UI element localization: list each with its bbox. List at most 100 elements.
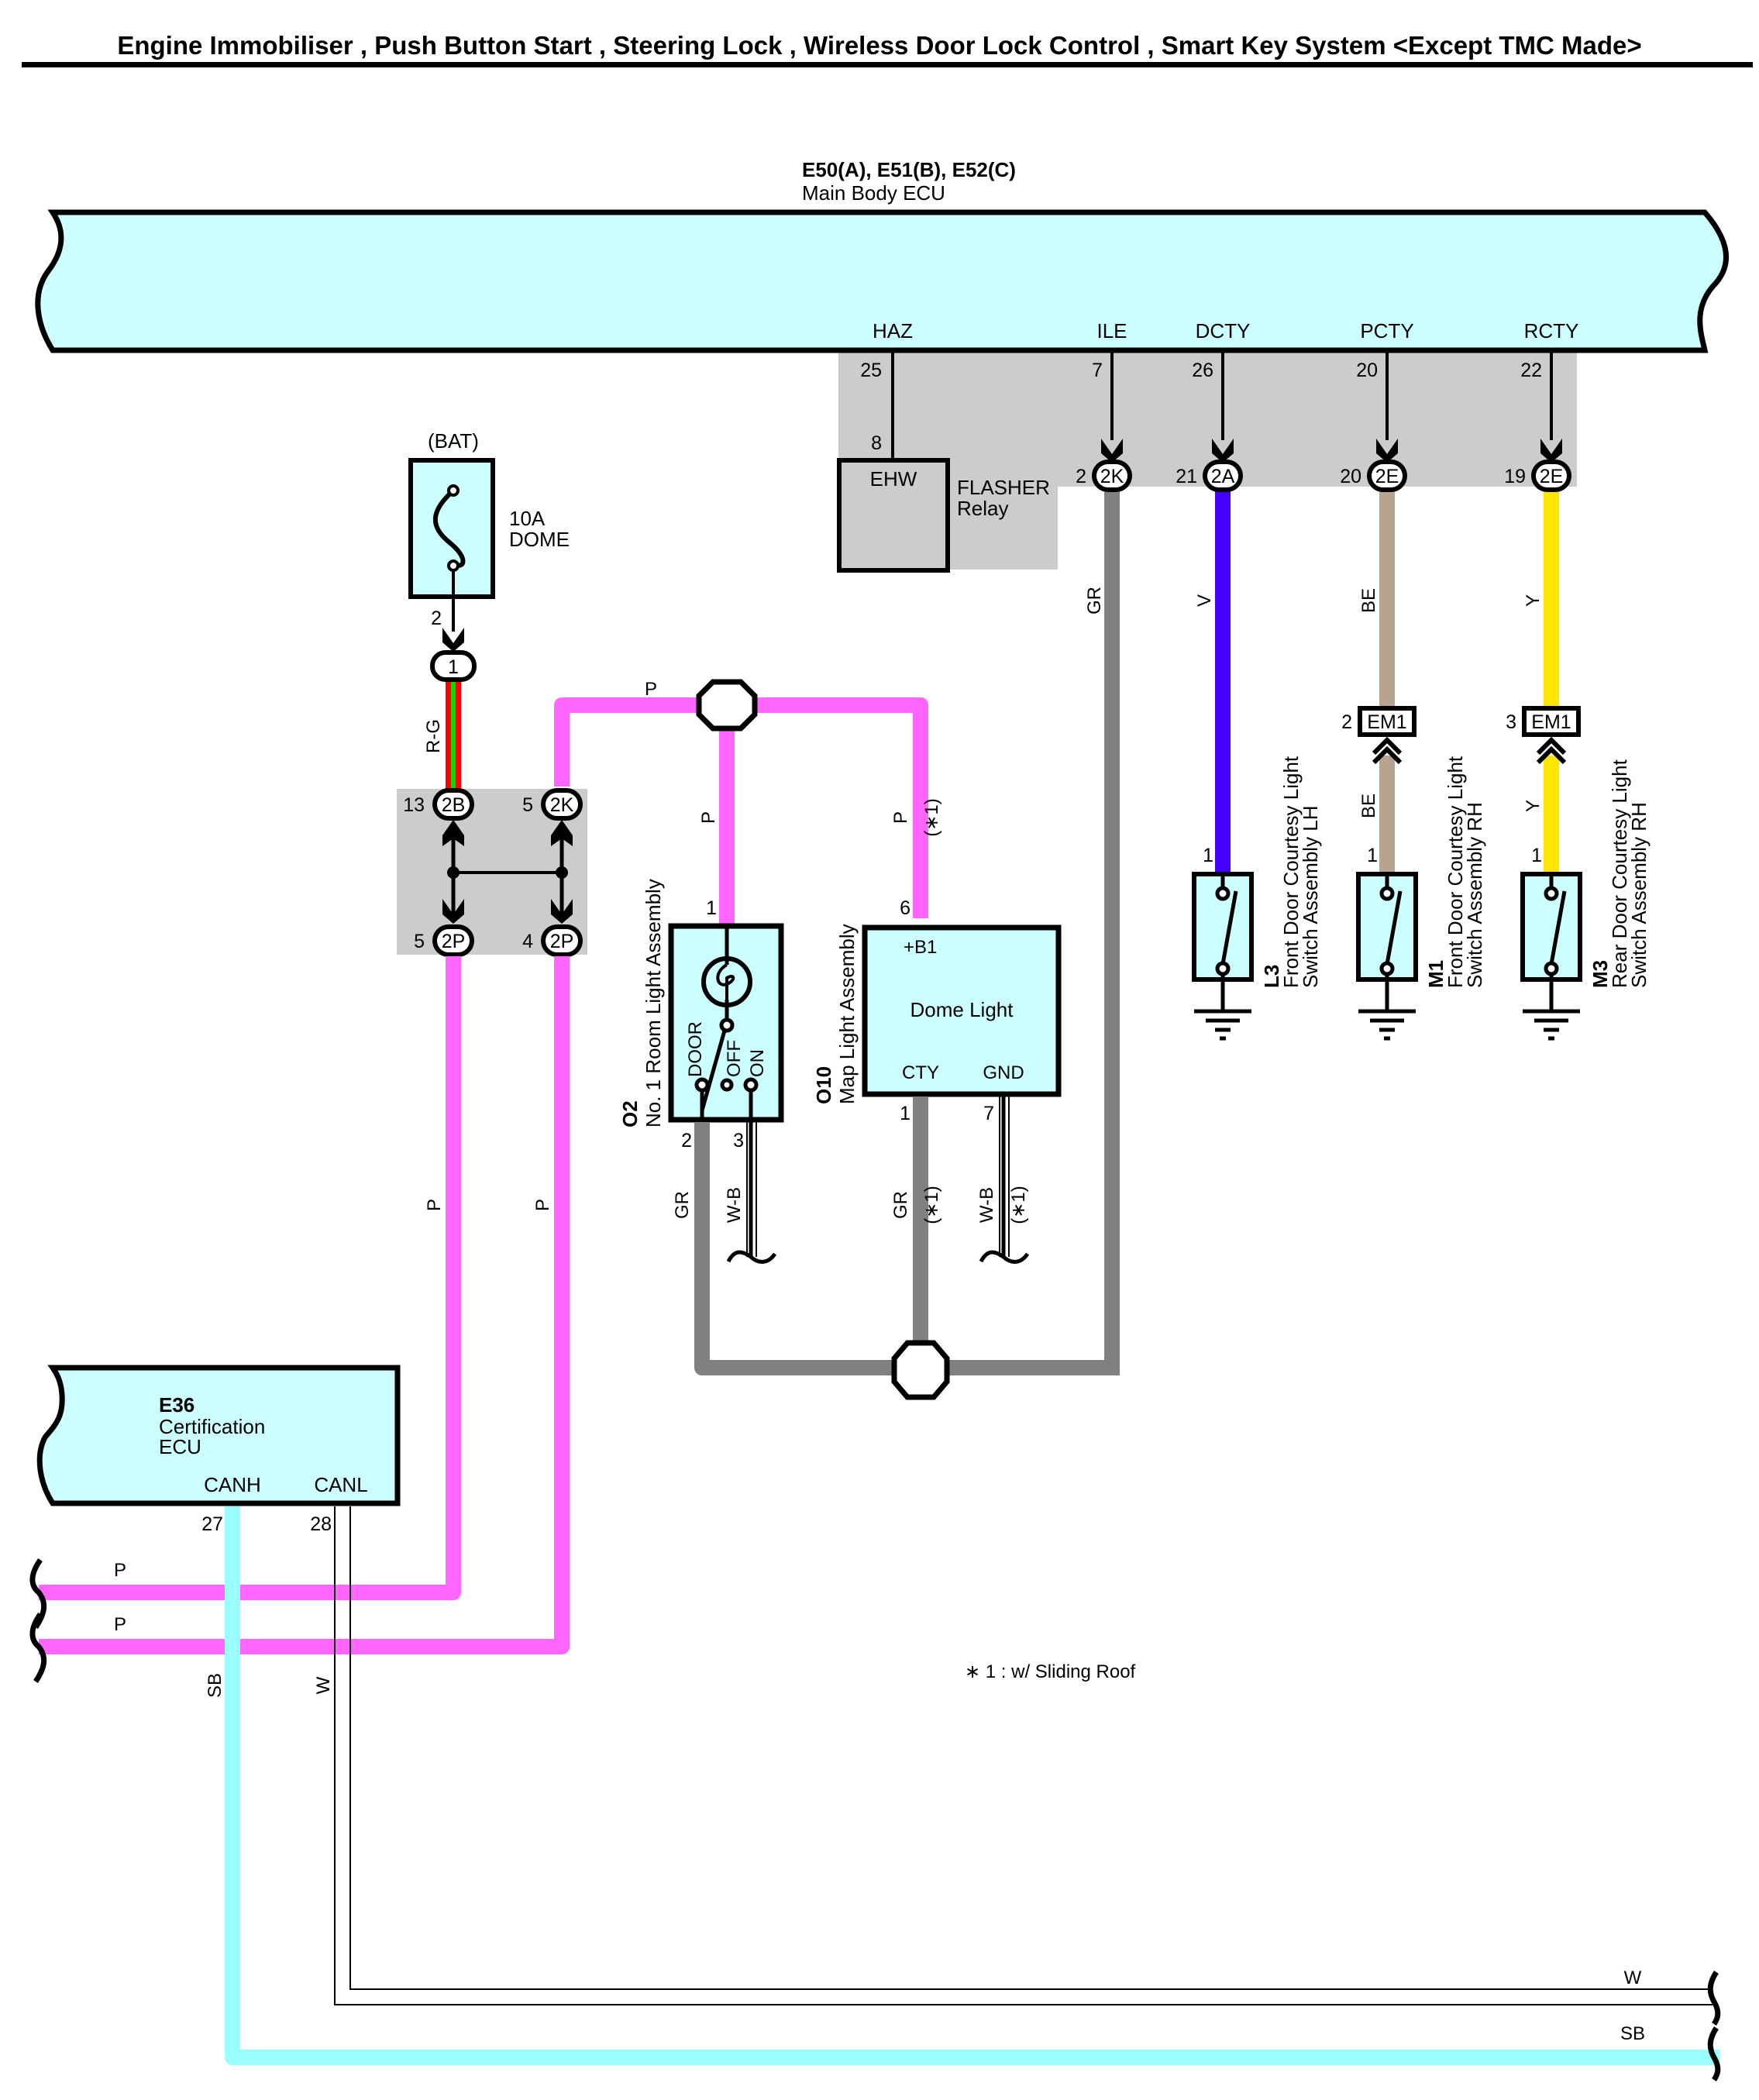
flasher-relay-box	[837, 458, 950, 573]
courtesy-m1-code: M1	[1424, 960, 1447, 988]
connector-2a-dcty: 2A 21	[1176, 439, 1243, 492]
pin-ile: 7	[1092, 360, 1103, 381]
connector-2e-pcty: 2E 20	[1340, 439, 1407, 492]
break-mark-right-1	[1707, 1971, 1721, 2026]
room-light-pin-in: 1	[706, 897, 717, 919]
certification-ecu-line1: Certification	[159, 1415, 265, 1438]
svg-text:13: 13	[403, 794, 425, 816]
inline-connector-em1-m1: EM1 2	[1341, 706, 1416, 765]
wire-label-be: BE	[1358, 588, 1379, 613]
bulb-icon	[701, 928, 752, 1021]
terminal-pcty: PCTY	[1360, 319, 1413, 343]
room-light-pin-on: 3	[733, 1130, 744, 1152]
map-light-box	[862, 924, 1062, 1097]
wire-label-be-lower: BE	[1358, 794, 1379, 818]
pin-canl: 28	[310, 1513, 332, 1535]
jb-internal-wiring	[442, 820, 573, 924]
wire-w-canl-inner	[349, 1506, 1713, 1990]
svg-text:5: 5	[522, 794, 533, 816]
map-light-code: O10	[812, 1066, 835, 1104]
wire-label-p-branch: P	[698, 811, 719, 824]
courtesy-m3-code: M3	[1589, 960, 1612, 988]
jb-connector-2p-left: 2P 5	[414, 924, 474, 957]
note-ref-gr-map: (∗1)	[921, 1186, 942, 1224]
wire-label-stub-2: P	[114, 1614, 126, 1635]
room-light-code: O2	[618, 1100, 642, 1127]
map-light-pin-b1: 6	[900, 897, 910, 919]
svg-text:20: 20	[1340, 466, 1361, 487]
connector-2e-rcty: 2E 19	[1504, 439, 1571, 492]
courtesy-l3-line2: Switch Assembly LH	[1299, 805, 1322, 988]
svg-text:2E: 2E	[1375, 466, 1399, 487]
map-light-terminal-b1: +B1	[904, 937, 937, 958]
wire-label-y: Y	[1523, 594, 1544, 607]
wire-p-left-run	[39, 956, 461, 1600]
wire-w-b-room-light	[726, 1122, 777, 1264]
svg-text:2E: 2E	[1540, 466, 1564, 487]
page-title: Engine Immobiliser , Push Button Start ,…	[117, 31, 1641, 60]
flasher-name: FLASHER	[957, 476, 1050, 499]
fuse-name: DOME	[509, 528, 570, 551]
terminal-dcty: DCTY	[1196, 319, 1251, 343]
wire-w-canl	[334, 1506, 1713, 2005]
wire-label-gr-map: GR	[890, 1191, 911, 1219]
terminal-canh: CANH	[204, 1473, 261, 1496]
wire-label-gr: GR	[1084, 587, 1105, 615]
main-body-ecu-connectors: E50(A), E51(B), E52(C)	[802, 158, 1016, 181]
courtesy-m1-line2: Switch Assembly RH	[1463, 802, 1486, 988]
svg-text:2P: 2P	[442, 931, 466, 952]
wire-sb-canh	[225, 1506, 1720, 2065]
svg-text:1: 1	[1531, 845, 1542, 866]
title-underline	[22, 62, 1753, 67]
map-light-name: Map Light Assembly	[835, 924, 859, 1104]
svg-text:21: 21	[1176, 466, 1197, 487]
note-ref-w-b-map: (∗1)	[1008, 1186, 1029, 1224]
terminal-haz: HAZ	[873, 319, 913, 343]
wire-label-p-top: P	[645, 679, 657, 700]
map-light-terminal-cty: CTY	[902, 1062, 939, 1083]
svg-text:1: 1	[448, 656, 459, 678]
wire-w-b-map-light	[979, 1096, 1030, 1264]
svg-text:2: 2	[1341, 711, 1352, 733]
svg-text:2P: 2P	[550, 931, 574, 952]
fuse-connector-1: 1	[430, 628, 477, 682]
switch-label-door: DOOR	[685, 1021, 706, 1077]
map-light-title: Dome Light	[910, 998, 1014, 1021]
svg-text:EM1: EM1	[1531, 711, 1571, 733]
svg-text:EM1: EM1	[1367, 711, 1406, 733]
fuse-terminal-top	[447, 484, 460, 497]
main-body-ecu-box	[35, 209, 1729, 353]
wire-label-p-left: P	[424, 1199, 445, 1211]
certification-ecu-code: E36	[159, 1393, 194, 1417]
ecu-junction-block-bg	[838, 350, 1577, 570]
jb-connector-2p-right: 2P 4	[522, 924, 583, 957]
svg-text:19: 19	[1504, 466, 1526, 487]
courtesy-switch-l3: 1	[1192, 845, 1254, 1041]
inline-connector-em1-m3: EM1 3	[1506, 706, 1581, 765]
connector-2k-ile: 2K 2	[1076, 439, 1132, 492]
svg-text:2K: 2K	[550, 794, 574, 816]
svg-text:3: 3	[1506, 711, 1516, 733]
wire-label-gr-room: GR	[672, 1191, 693, 1219]
wire-label-sb-right: SB	[1620, 2023, 1645, 2044]
jb-connector-2b: 2B 13	[403, 788, 474, 821]
flasher-terminal: EHW	[870, 467, 917, 491]
svg-text:4: 4	[522, 931, 533, 952]
wire-label-r-g: R-G	[423, 719, 444, 753]
footnote: ∗ 1 : w/ Sliding Roof	[965, 1661, 1136, 1682]
terminal-ile: ILE	[1096, 319, 1127, 343]
pin-rcty: 22	[1520, 360, 1542, 381]
splice-pink	[696, 679, 758, 732]
certification-ecu-box	[36, 1365, 401, 1506]
switch-label-on: ON	[747, 1049, 768, 1077]
courtesy-m1-line1: Front Door Courtesy Light	[1444, 756, 1467, 988]
pin-haz: 25	[860, 360, 882, 381]
main-body-ecu-name: Main Body ECU	[802, 181, 945, 205]
wire-label-w-right: W	[1624, 1967, 1642, 1988]
wire-p-right-run	[39, 956, 570, 1654]
terminal-canl: CANL	[314, 1473, 367, 1496]
courtesy-switch-m3: 1	[1520, 845, 1582, 1041]
map-light-terminal-gnd: GND	[983, 1062, 1024, 1083]
wire-p-top-run	[554, 697, 928, 918]
